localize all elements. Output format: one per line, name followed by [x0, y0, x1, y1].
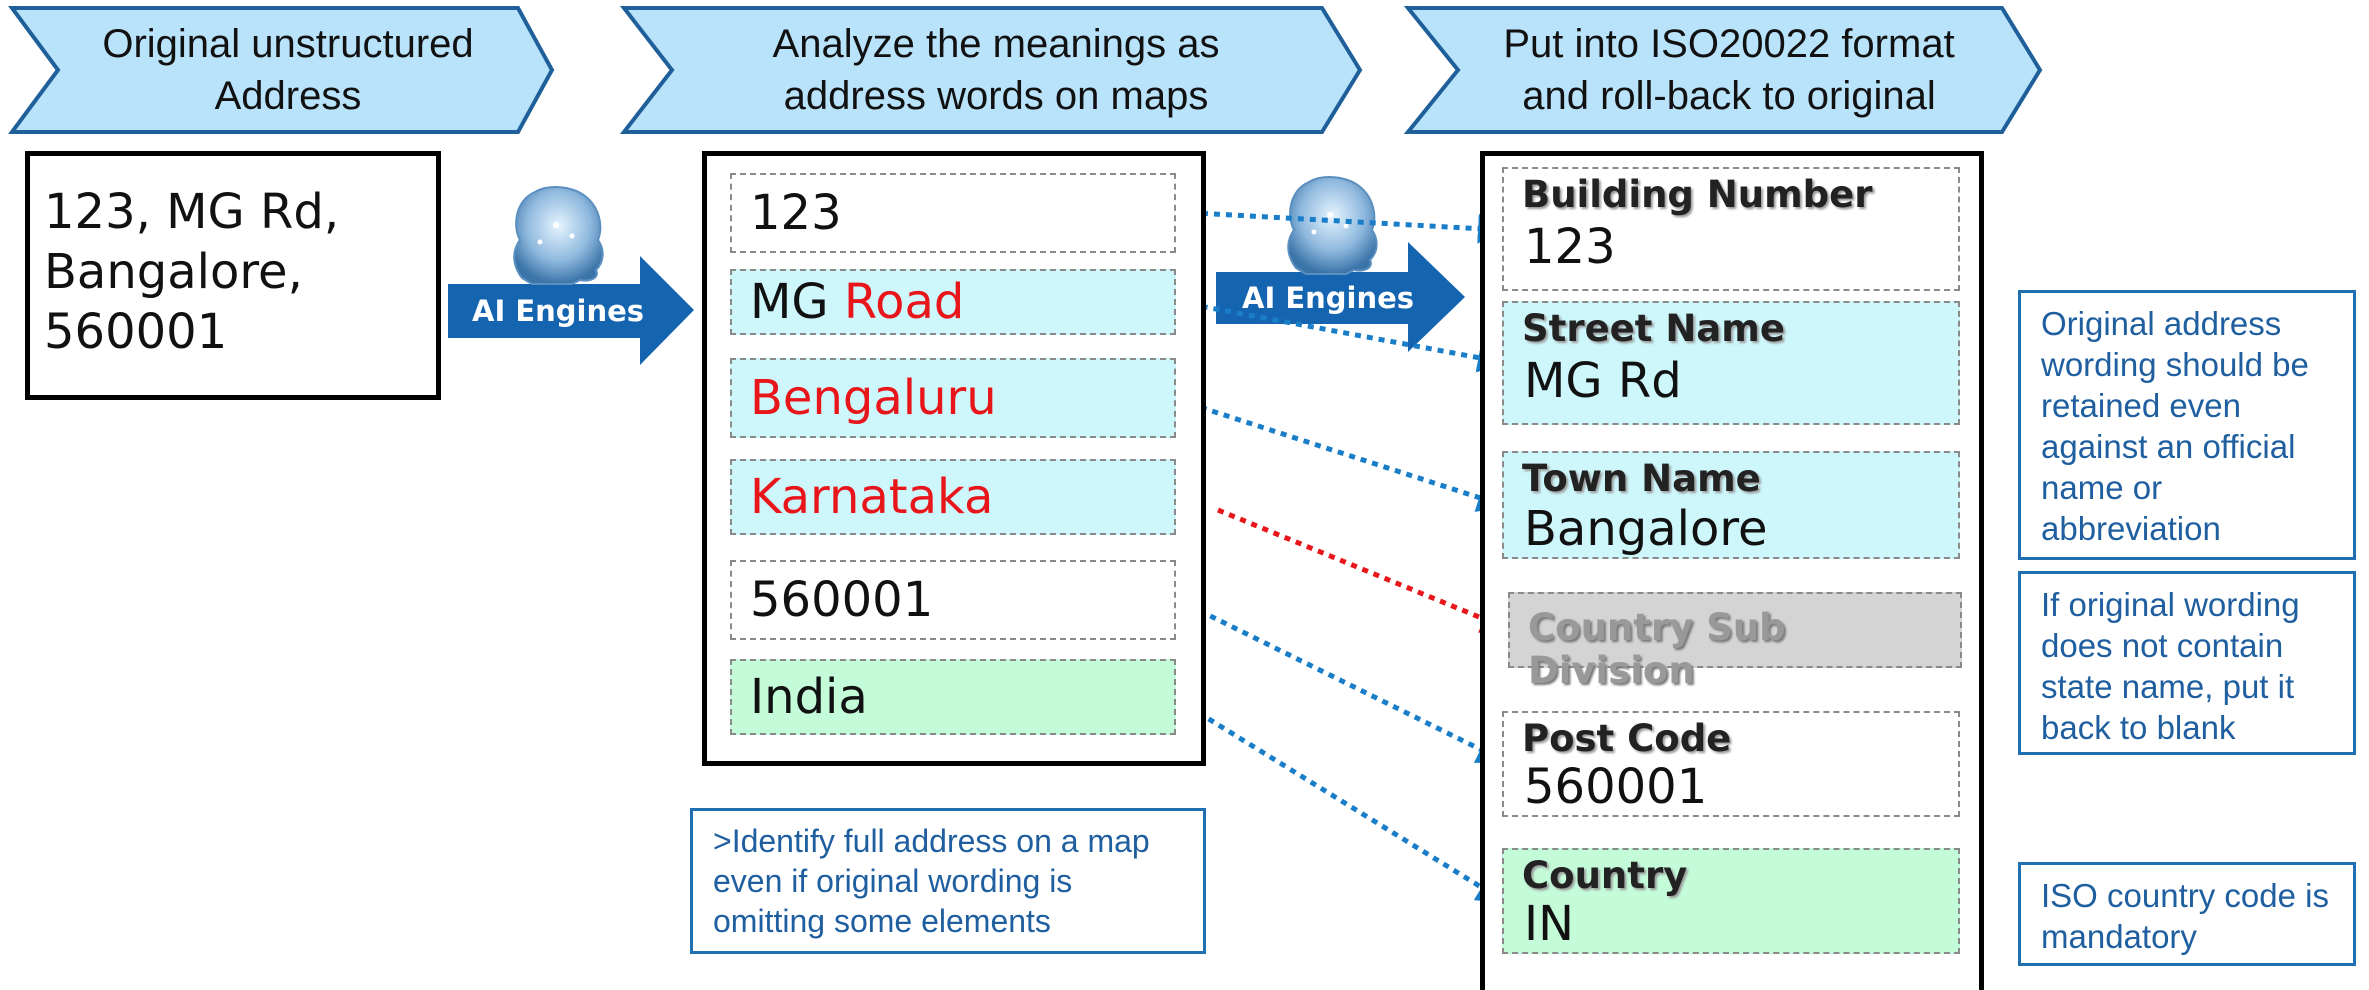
field-post-code: Post Code 560001 [1502, 711, 1960, 817]
ai-arrow-2 [1216, 242, 1465, 352]
word-post-code: 560001 [730, 560, 1176, 640]
field-label: Country Sub Division [1528, 606, 1786, 692]
original-address-box [25, 151, 441, 400]
connector-country [1176, 697, 1508, 904]
field-label: Building Number [1522, 173, 1873, 216]
note-identify-full-address: >Identify full address on a map even if … [690, 808, 1206, 954]
header-chevron-1 [8, 6, 555, 134]
connector-town-name [1177, 397, 1508, 512]
header-chevron-3 [1403, 6, 2043, 134]
field-label: Street Name [1522, 307, 1785, 350]
brain-head-icon [1287, 176, 1378, 275]
field-label: Country [1522, 854, 1688, 897]
brain-head-icon [513, 186, 604, 285]
field-label: Post Code [1522, 717, 1732, 760]
field-street-name: Street Name MG Rd [1502, 301, 1960, 425]
field-value: 560001 [1524, 759, 1708, 815]
note-retain-original-wording: Original address wording should be retai… [2018, 290, 2356, 560]
original-address-text: 123, MG Rd, Bangalore, 560001 [44, 184, 340, 360]
word-building-number: 123 [730, 173, 1176, 253]
note-iso-country-code: ISO country code is mandatory [2018, 862, 2356, 966]
note-state-blank: If original wording does not contain sta… [2018, 571, 2356, 755]
word-country: India [730, 659, 1176, 735]
field-country: Country IN [1502, 848, 1960, 954]
field-value: Bangalore [1524, 501, 1768, 557]
header-step-1: Original unstructured Address [102, 22, 474, 118]
field-town-name: Town Name Bangalore [1502, 451, 1960, 559]
field-value: MG Rd [1524, 353, 1682, 409]
word-town: Bengaluru [730, 358, 1176, 438]
field-value: IN [1524, 896, 1575, 952]
field-label: Town Name [1522, 457, 1761, 500]
connector-country-sub-division [1217, 507, 1512, 633]
field-country-sub-division: Country Sub Division [1508, 592, 1962, 692]
ai-engines-label-1: AI Engines [472, 294, 645, 328]
ai-engines-label-2: AI Engines [1242, 281, 1415, 315]
ai-arrow-1 [448, 256, 694, 365]
header-chevron-2 [619, 6, 1363, 134]
word-street: MG Road [730, 269, 1176, 335]
connector-post-code [1176, 597, 1508, 763]
field-building-number: Building Number 123 [1502, 167, 1960, 291]
word-state: Karnataka [730, 459, 1176, 535]
header-step-2: Analyze the meanings as address words on… [772, 22, 1220, 118]
header-step-3: Put into ISO20022 format and roll-back t… [1503, 22, 1955, 118]
field-value: 123 [1524, 219, 1616, 275]
